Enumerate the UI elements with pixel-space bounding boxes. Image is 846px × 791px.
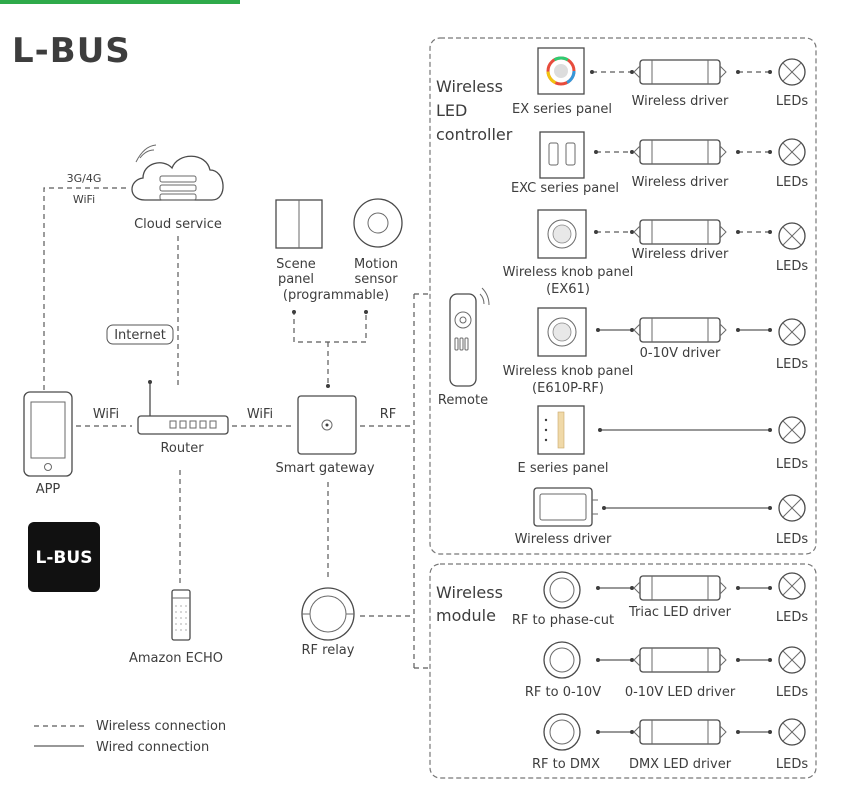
cloud-icon (131, 144, 224, 201)
row1-led-label: LEDs (776, 94, 808, 109)
row2-led-icon (778, 138, 806, 166)
row4-driver-icon (633, 317, 727, 343)
led-controller-group (429, 37, 817, 555)
smart-gateway-icon (297, 395, 357, 455)
module3-driver-icon (633, 719, 727, 745)
echo-label: Amazon ECHO (129, 651, 223, 666)
row4-led-label: LEDs (776, 357, 808, 372)
link-3g4g: 3G/4G (67, 172, 102, 185)
echo-speaker-icon (171, 589, 191, 641)
row4-panel-sub: (E610P-RF) (532, 381, 604, 396)
row4-panel-label: Wireless knob panel (503, 364, 634, 379)
module3-led-label: LEDs (776, 757, 808, 772)
module2-led-icon (778, 646, 806, 674)
row1-driver-label: Wireless driver (632, 94, 729, 109)
row3-panel-label: Wireless knob panel (503, 265, 634, 280)
router-icon (137, 380, 229, 435)
sensors-merge-link (293, 310, 367, 343)
motion-sensor-line1: Motion (354, 257, 398, 272)
knob-panel-ex61-icon (537, 209, 587, 259)
row2-driver-label: Wireless driver (632, 175, 729, 190)
motion-sensor-icon (353, 198, 403, 248)
row4-driver-label: 0-10V driver (640, 346, 721, 361)
legend-wired-label: Wired connection (96, 740, 209, 755)
rf-phase-cut-module-icon (543, 571, 581, 609)
gateway-label: Smart gateway (275, 461, 374, 476)
module1-driver-icon (633, 575, 727, 601)
module2-driver-label: 0-10V LED driver (625, 685, 736, 700)
row4-led-icon (778, 318, 806, 346)
row3-led-icon (778, 222, 806, 250)
row2-driver-icon (633, 139, 727, 165)
row3-driver-label: Wireless driver (632, 247, 729, 262)
module3-driver-label: DMX LED driver (629, 757, 732, 772)
scene-panel-line2: panel (278, 272, 314, 287)
internet-label: Internet (114, 328, 166, 343)
gateway-link-label: RF (380, 407, 397, 422)
knob-panel-e610p-icon (537, 307, 587, 357)
row2-panel-label: EXC series panel (511, 181, 619, 196)
wireless-module-title-2: module (436, 606, 496, 625)
row1-panel-label: EX series panel (512, 102, 612, 117)
module1-led-label: LEDs (776, 610, 808, 625)
brand-title: L-BUS (12, 31, 131, 71)
rf-dmx-module-icon (543, 713, 581, 751)
row6-led-icon (778, 494, 806, 522)
row3-driver-icon (633, 219, 727, 245)
phone-icon (23, 391, 73, 477)
rf-0-10v-module-icon (543, 641, 581, 679)
motion-sensor-line2: sensor (354, 272, 398, 287)
rf-relay-icon (301, 587, 355, 641)
module3-label: RF to DMX (532, 757, 600, 772)
row6-led-label: LEDs (776, 532, 808, 547)
row3-led-label: LEDs (776, 259, 808, 274)
row6-panel-label: Wireless driver (515, 532, 612, 547)
module1-driver-label: Triac LED driver (628, 605, 732, 620)
remote-label: Remote (438, 393, 488, 408)
app-link-label: WiFi (93, 407, 119, 422)
scene-panel-line1: Scene (276, 257, 316, 272)
top-accent-bar (0, 0, 240, 4)
router-label: Router (160, 441, 204, 456)
row5-panel-label: E series panel (517, 461, 608, 476)
exc-series-panel-icon (539, 131, 585, 179)
module3-led-icon (778, 718, 806, 746)
scene-panel-icon (275, 199, 323, 249)
cloud-label: Cloud service (134, 217, 222, 232)
row5-led-icon (778, 416, 806, 444)
router-link-label: WiFi (247, 407, 273, 422)
wireless-module-title-1: Wireless (436, 583, 503, 602)
wireless-driver-box-icon (533, 487, 598, 527)
rf-relay-label: RF relay (302, 643, 355, 658)
row1-led-icon (778, 58, 806, 86)
ex-series-panel-icon (537, 47, 585, 95)
module1-led-icon (778, 572, 806, 600)
module1-label: RF to phase-cut (512, 613, 614, 628)
brand-badge (28, 522, 100, 592)
led-controller-title-3: controller (436, 125, 513, 144)
scene-panel-line3: (programmable) (283, 288, 389, 303)
legend-wireless-label: Wireless connection (96, 719, 226, 734)
e-series-panel-icon (537, 405, 585, 455)
row1-driver-icon (633, 59, 727, 85)
module2-led-label: LEDs (776, 685, 808, 700)
app-cloud-link (43, 187, 130, 390)
link-wifi-cloud: WiFi (73, 193, 95, 206)
module2-driver-icon (633, 647, 727, 673)
module2-label: RF to 0-10V (525, 685, 601, 700)
app-label: APP (36, 482, 61, 497)
remote-control-icon (449, 287, 490, 387)
led-controller-title-2: LED (436, 101, 467, 120)
row5-led-label: LEDs (776, 457, 808, 472)
row3-panel-sub: (EX61) (546, 282, 590, 297)
row2-led-label: LEDs (776, 175, 808, 190)
brand-badge-text: L-BUS (36, 548, 93, 568)
internet-badge (106, 324, 174, 345)
led-controller-title-1: Wireless (436, 77, 503, 96)
